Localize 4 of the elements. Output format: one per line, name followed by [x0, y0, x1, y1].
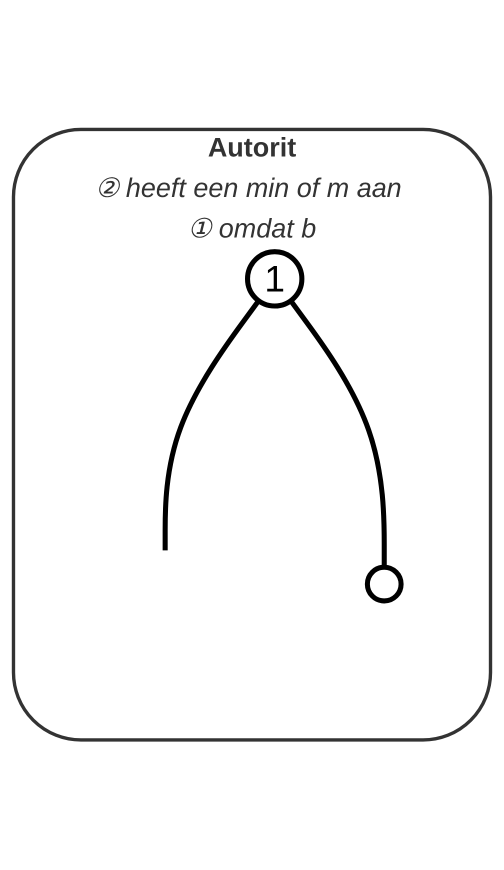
- node-circle: [364, 564, 404, 604]
- node-circle: 1: [245, 249, 304, 309]
- connector: [288, 300, 387, 568]
- connector: [162, 300, 261, 551]
